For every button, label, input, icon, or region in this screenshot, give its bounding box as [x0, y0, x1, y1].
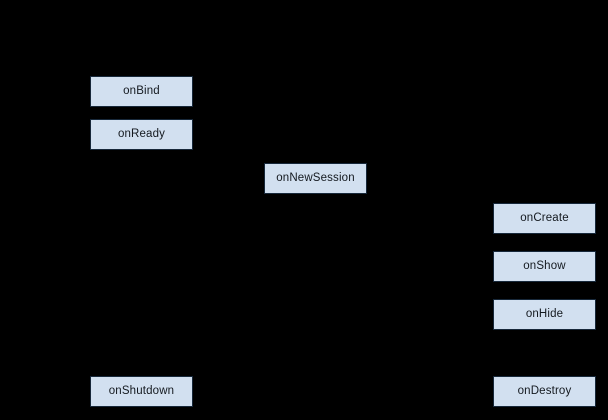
node-label: onReady [117, 127, 166, 140]
node-label: onBind [123, 84, 160, 97]
node-label: onHide [525, 307, 564, 320]
node-label: onDestroy [517, 384, 572, 397]
node-on-hide[interactable]: onHide [493, 299, 596, 330]
node-on-create[interactable]: onCreate [493, 203, 596, 234]
node-on-bind[interactable]: onBind [90, 76, 193, 107]
node-on-new-session[interactable]: onNewSession [264, 163, 367, 194]
node-label: onShow [523, 259, 566, 272]
node-on-shutdown[interactable]: onShutdown [90, 376, 193, 407]
node-label: onShutdown [108, 384, 175, 397]
node-on-show[interactable]: onShow [493, 251, 596, 282]
node-label: onNewSession [276, 171, 355, 184]
node-label: onCreate [520, 211, 569, 224]
node-on-ready[interactable]: onReady [90, 119, 193, 150]
node-on-destroy[interactable]: onDestroy [493, 376, 596, 407]
